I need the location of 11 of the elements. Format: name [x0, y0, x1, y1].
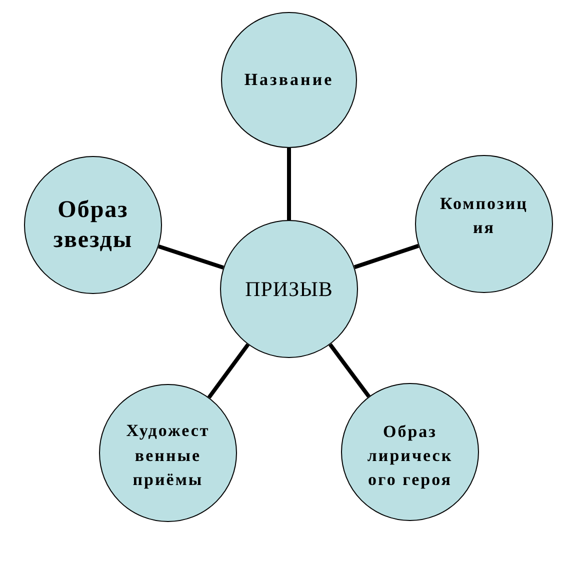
node-label: Композиция	[439, 193, 529, 239]
node-label: Название	[243, 69, 335, 91]
node-label: ПРИЗЫВ	[244, 276, 334, 302]
connector-line	[287, 148, 291, 220]
connector-line	[328, 343, 370, 398]
node-label: Образ звезды	[52, 196, 134, 255]
connector-line	[354, 244, 420, 270]
node-label: Художественные приёмы	[125, 420, 211, 492]
node-label: Образ лирического героя	[366, 421, 454, 491]
connector-line	[207, 343, 250, 399]
connector-line	[158, 244, 224, 270]
